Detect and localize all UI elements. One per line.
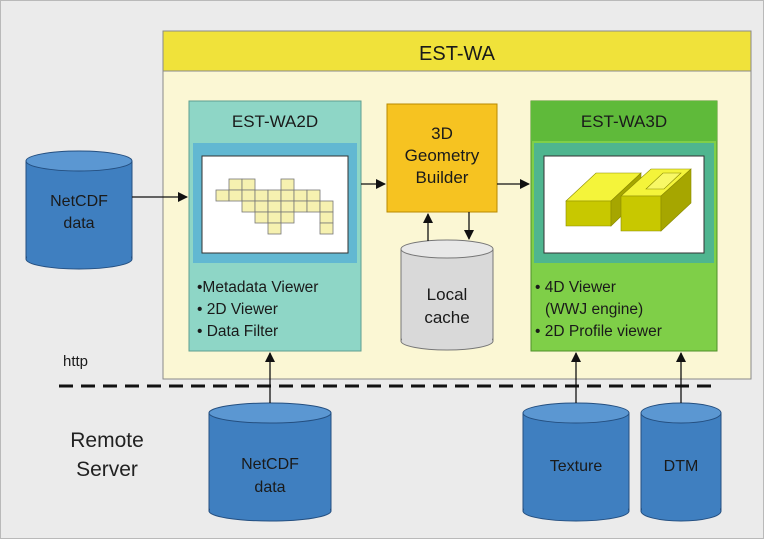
remote-netcdf-line-1: NetCDF (241, 456, 299, 473)
remote-server-line-2: Server (76, 458, 138, 481)
geometry-builder-line-3: Builder (415, 168, 469, 187)
grid-2d-icon (215, 178, 334, 235)
remote-server-label: Remote Server (49, 426, 165, 484)
wa2d-feature-data-filter: • Data Filter (197, 323, 279, 340)
est-wa-title: EST-WA (419, 43, 495, 65)
texture-label: Texture (549, 458, 603, 475)
local-cache-cylinder (400, 239, 494, 351)
wa3d-title: EST-WA3D (580, 112, 668, 131)
remote-netcdf-line-2: data (254, 479, 286, 496)
local-netcdf-cylinder (25, 150, 133, 270)
local-cache-line-1: Local (426, 285, 468, 304)
remote-server-line-1: Remote (70, 429, 144, 452)
texture-cylinder (522, 402, 630, 522)
local-netcdf-line-1: NetCDF (50, 193, 108, 210)
wa3d-feature-list: • 4D Viewer (WWJ engine) • 2D Profile vi… (535, 277, 715, 343)
remote-netcdf-label: NetCDF data (209, 453, 331, 499)
wa2d-title: EST-WA2D (231, 112, 319, 131)
wa3d-feature-wwj-engine: (WWJ engine) (545, 301, 644, 318)
remote-netcdf-cylinder (208, 402, 332, 522)
flow-arrows (132, 179, 686, 403)
wa2d-feature-metadata-viewer: •Metadata Viewer (197, 279, 319, 296)
wa3d-feature-4d-viewer: • 4D Viewer (535, 279, 616, 296)
geometry-builder-line-2: Geometry (404, 146, 480, 165)
local-cache-line-2: cache (424, 308, 470, 327)
geometry-builder-line-1: 3D (431, 124, 453, 143)
dtm-label: DTM (663, 458, 699, 475)
local-netcdf-label: NetCDF data (26, 191, 132, 235)
local-netcdf-line-2: data (63, 215, 95, 232)
local-cache-label: Local cache (401, 283, 493, 329)
wa2d-feature-list: •Metadata Viewer • 2D Viewer • Data Filt… (197, 277, 359, 343)
grid-3d-icon (565, 168, 692, 232)
est-wa-header (162, 30, 752, 72)
geometry-builder-box (386, 103, 498, 213)
geometry-builder-label: 3D Geometry Builder (387, 123, 497, 189)
http-label: http (63, 353, 89, 370)
wa2d-feature-2d-viewer: • 2D Viewer (197, 301, 278, 318)
dtm-cylinder (640, 402, 722, 522)
wa3d-feature-2d-profile-viewer: • 2D Profile viewer (535, 323, 662, 340)
wa3d-title-band (531, 101, 717, 141)
